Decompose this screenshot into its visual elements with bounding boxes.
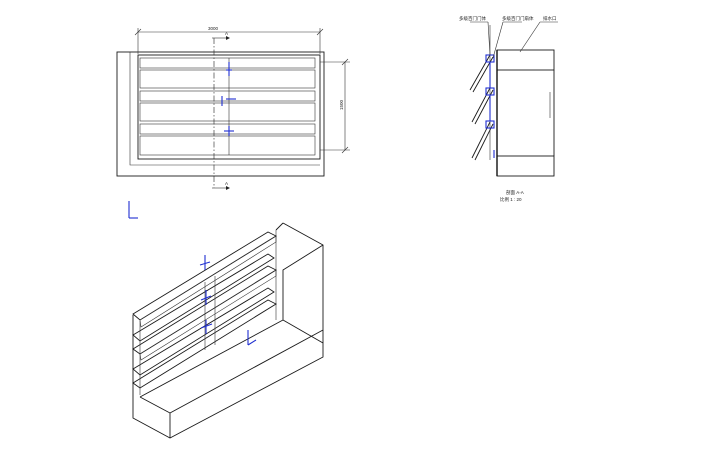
section-title: 剖面 A-A [506, 189, 524, 196]
callout-drain: 排水口 [543, 15, 557, 22]
isometric-view [132, 222, 324, 439]
wall-bottom-hatched [496, 155, 555, 177]
height-dimension: 1500 [320, 58, 350, 154]
wall-top-hatched [496, 49, 555, 71]
height-dimension-text: 1500 [339, 99, 344, 110]
callout-door-body: 多级百门门体 [459, 15, 486, 22]
section-marker-top: A [225, 31, 228, 36]
louver-blades [139, 57, 316, 156]
callout-door-leaf: 多级百门门扇体 [502, 15, 534, 22]
section-marker-bottom: A [225, 181, 228, 186]
front-elevation: A A 3000 1500 [116, 26, 350, 190]
isometric-actuators [199, 255, 257, 346]
isometric-blades [132, 231, 277, 395]
wall-outline [116, 51, 325, 177]
section-actuators [485, 54, 495, 158]
width-dimension: 3000 [134, 26, 324, 54]
section-scale: 比例 1 : 20 [500, 196, 522, 203]
section-view: 多级百门门体 多级百门门扇体 排水口 剖面 A-A 比例 1 : 20 [459, 15, 558, 203]
louver-frame [137, 54, 321, 160]
width-dimension-text: 3000 [208, 26, 219, 31]
actuator-marks [221, 62, 236, 136]
ucs-icon [128, 201, 138, 219]
